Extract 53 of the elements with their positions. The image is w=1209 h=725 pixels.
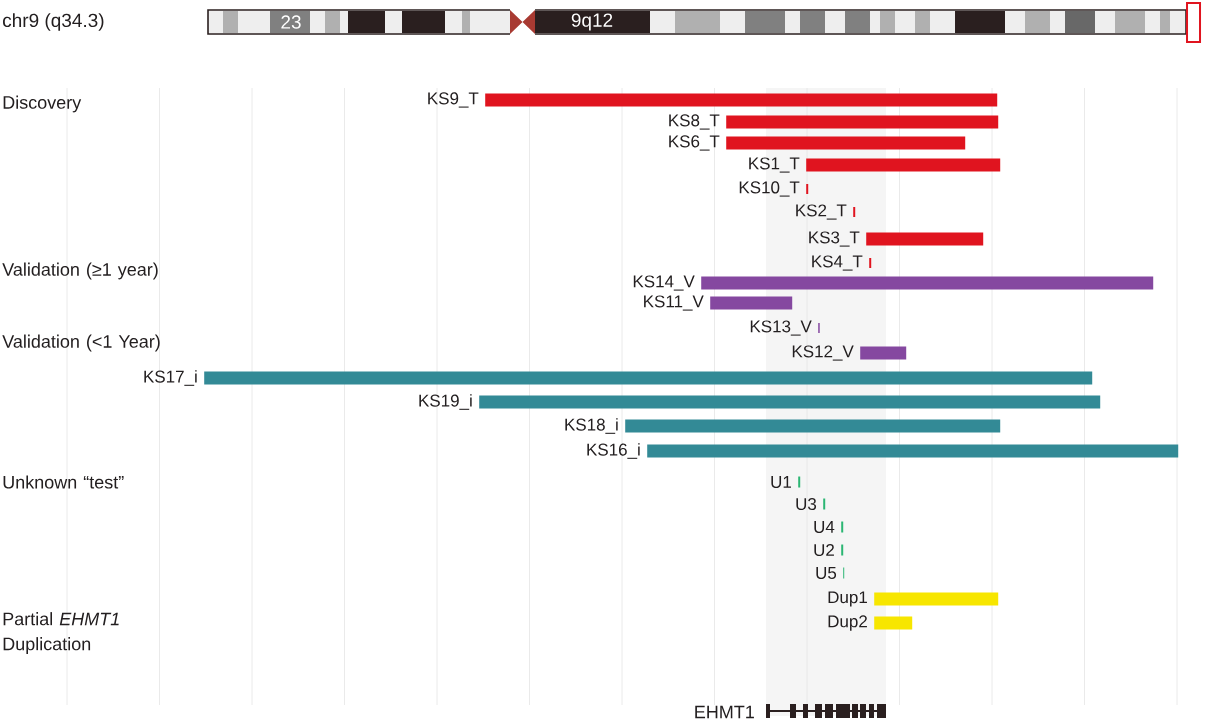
band-label: 23: [281, 15, 301, 29]
cnv-bar: [853, 207, 856, 217]
gene-label: EHMT1: [695, 705, 754, 719]
cnv-bar: [710, 296, 793, 310]
sample-label: KS9_T: [428, 92, 479, 108]
sample-label: U1: [771, 476, 791, 488]
sample-label: KS3_T: [809, 231, 860, 247]
cnv-bar: [726, 115, 999, 129]
sample-label: U2: [814, 544, 834, 557]
track-label: Partial EHMT1 Duplication: [3, 612, 119, 654]
chromosome-label: chr9 (q34.3): [3, 13, 104, 31]
cnv-bar: [485, 93, 998, 107]
sample-label: KS19_i: [419, 394, 472, 410]
track-label: Validation (<1 Year): [2, 334, 160, 352]
sample-label: U3: [796, 498, 817, 511]
cnv-bar: [806, 184, 809, 194]
track-label: Discovery: [3, 95, 82, 113]
sample-label: KS18_i: [565, 418, 618, 434]
cnv-bar: [841, 521, 844, 533]
band-label: 9q12: [571, 13, 613, 31]
sample-label: KS4_T: [812, 255, 863, 271]
sample-label: KS12_V: [792, 345, 854, 361]
cnv-bar: [860, 346, 907, 360]
cnv-bar: [823, 498, 826, 510]
cnv-bar: [806, 158, 1001, 172]
sample-label: KS1_T: [749, 157, 800, 173]
sample-label: U4: [814, 521, 835, 533]
cnv-bar: [869, 258, 872, 268]
cnv-bar: [798, 476, 801, 488]
track-label: Unknown “test”: [3, 475, 124, 489]
cnv-bar: [866, 232, 984, 246]
cnv-bar: [701, 276, 1154, 290]
sample-label: KS14_V: [633, 275, 695, 291]
cnv-bar: [874, 592, 999, 606]
sample-label: KS2_T: [796, 204, 847, 220]
sample-label: Dup2: [828, 615, 867, 631]
cnv-bar: [647, 444, 1179, 458]
sample-label: KS11_V: [644, 295, 704, 311]
cnv-bar: [841, 544, 844, 556]
sample-label: KS17_i: [144, 370, 197, 386]
cnv-bar: [204, 371, 1093, 385]
sample-label: Dup1: [828, 591, 867, 607]
cnv-bar: [726, 136, 966, 150]
cnv-bar: [874, 616, 913, 630]
sample-label: KS16_i: [587, 443, 640, 459]
track-label: Validation (≥1 year): [2, 262, 158, 280]
sample-label: KS10_T: [739, 181, 800, 197]
sample-label: KS8_T: [669, 114, 720, 130]
cnv-bar: [625, 419, 1001, 433]
sample-label: U5: [816, 567, 837, 579]
sample-label: KS6_T: [669, 135, 720, 151]
sample-label: KS13_V: [750, 320, 812, 336]
cnv-bar: [479, 395, 1101, 409]
